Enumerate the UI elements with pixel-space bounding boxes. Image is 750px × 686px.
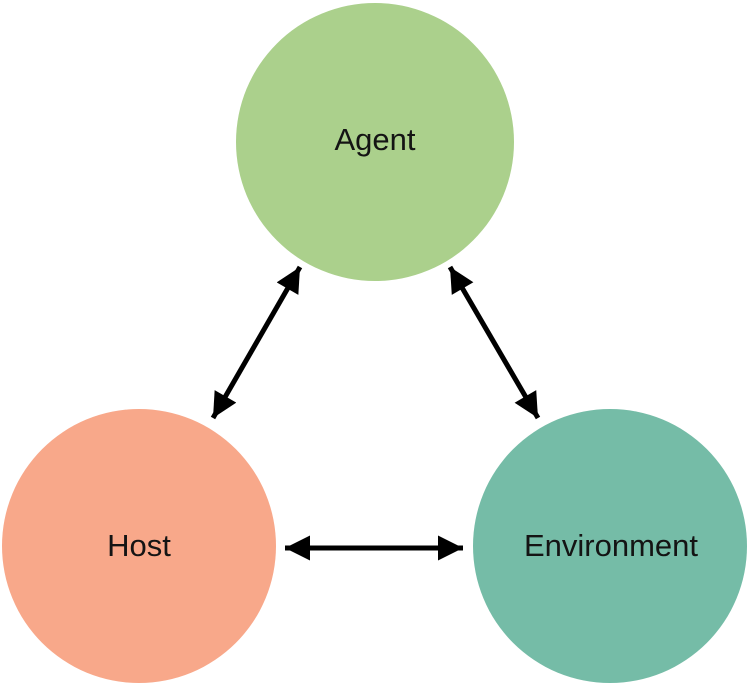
node-environment-label: Environment	[524, 528, 698, 563]
node-host-label: Host	[107, 528, 171, 563]
node-agent-circle	[236, 3, 514, 281]
edge-agent-environment-arrow	[447, 265, 541, 420]
node-agent-label: Agent	[334, 122, 415, 157]
node-host-circle	[2, 409, 276, 683]
node-environment-circle	[473, 409, 747, 683]
edge-agent-host-arrow	[210, 265, 303, 420]
